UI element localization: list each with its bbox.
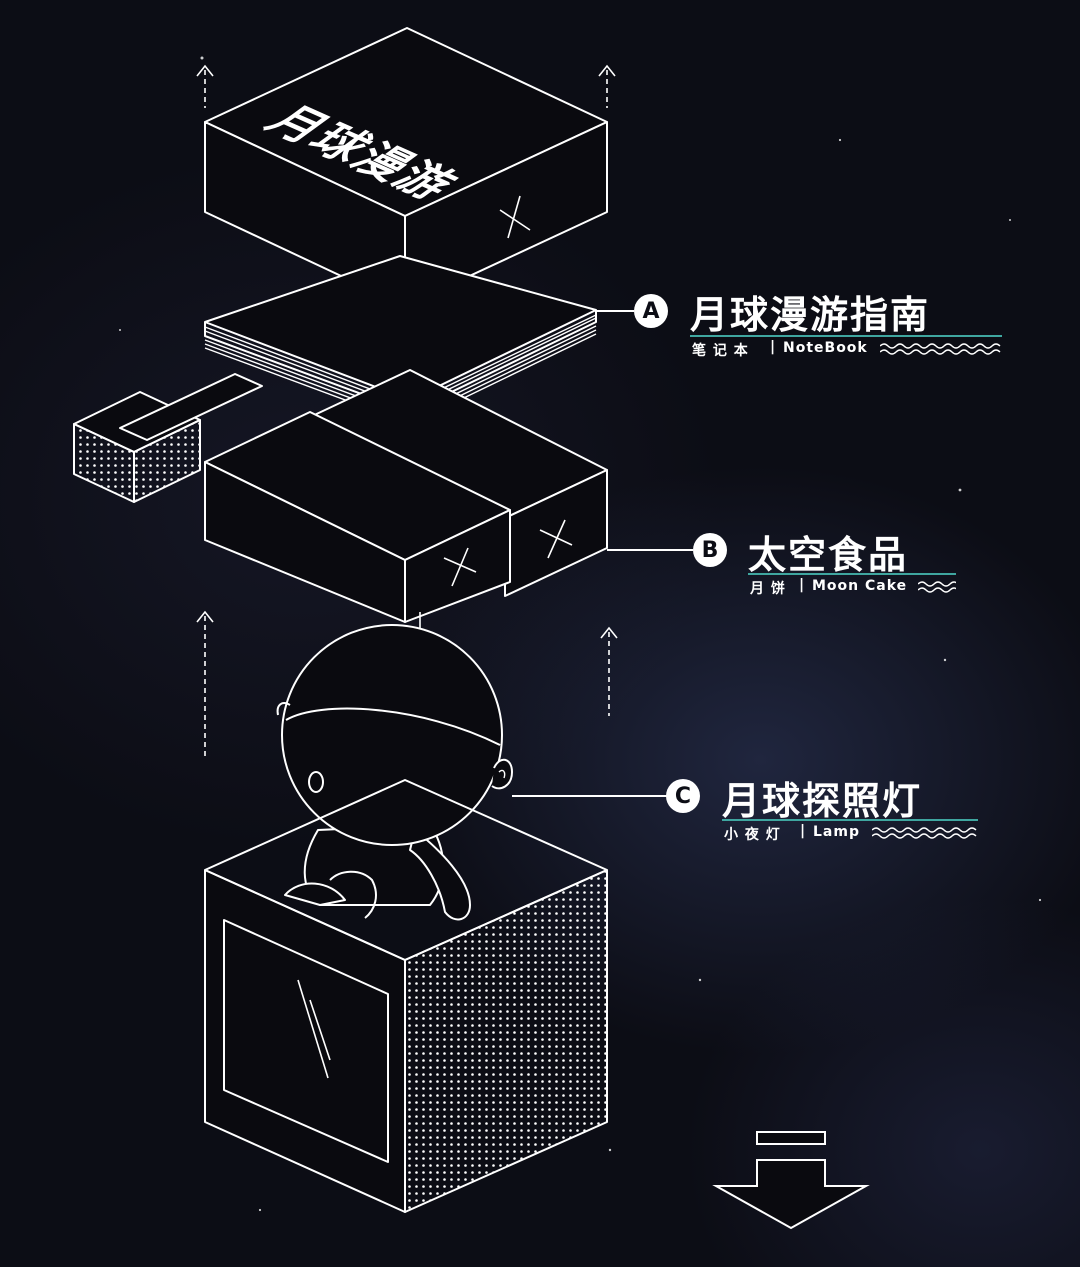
item-c-sub-en: Lamp: [813, 824, 860, 840]
item-c-separator: |: [800, 823, 807, 839]
stars: [119, 56, 1042, 1212]
wave-icon: [872, 827, 977, 839]
item-b-underline: [748, 573, 956, 575]
down-arrow-icon: [712, 1131, 870, 1230]
item-b-sub-cn: 月 饼: [750, 581, 786, 597]
base-box: [204, 779, 608, 1213]
badge-c: C: [666, 779, 700, 813]
item-a-sub-en: NoteBook: [783, 340, 868, 356]
item-a-title: 月球漫游指南: [690, 293, 931, 337]
item-c-sub-cn: 小 夜 灯: [724, 827, 781, 843]
mooncake-boxes: [73, 369, 608, 623]
item-b-title: 太空食品: [748, 533, 909, 577]
wave-icon: [918, 581, 956, 593]
up-arrow-icon: [196, 64, 618, 760]
item-a-sub-cn: 笔 记 本: [692, 343, 749, 359]
wave-icon: [880, 343, 1001, 355]
item-b-sub-en: Moon Cake: [812, 578, 908, 594]
item-b-separator: |: [799, 577, 806, 593]
item-c-title: 月球探照灯: [722, 779, 923, 823]
item-a-separator: |: [770, 339, 777, 355]
badge-b: B: [693, 533, 727, 567]
item-c-underline: [722, 819, 978, 821]
item-a-underline: [690, 335, 1002, 337]
lamp-figure: [276, 612, 513, 921]
badge-a: A: [634, 294, 668, 328]
